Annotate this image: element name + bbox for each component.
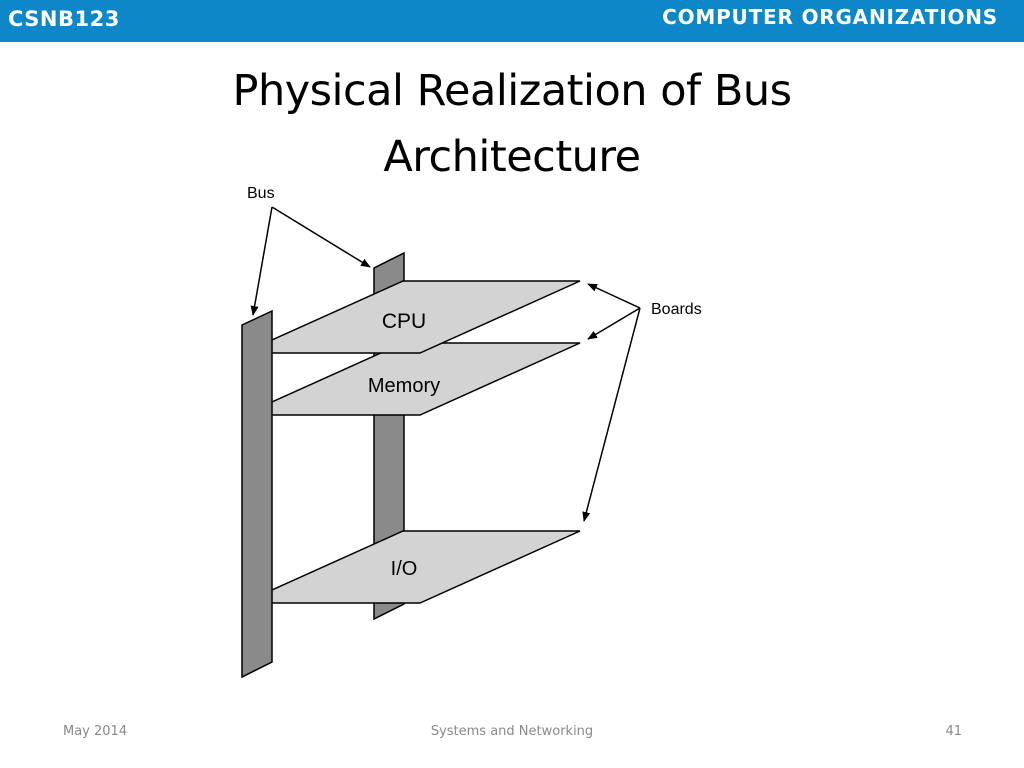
course-code: CSNB123 (8, 7, 120, 31)
io-board-label: I/O (391, 558, 418, 580)
io-board (242, 530, 581, 604)
boards-arrow-io (582, 307, 641, 522)
bus-arrow-back (271, 206, 371, 268)
memory-board (242, 342, 581, 416)
slide-title-line-1: Physical Realization of Bus (232, 66, 792, 116)
boards-label: Boards (651, 301, 702, 318)
front-bus-rail (241, 309, 273, 679)
slide-title: Physical Realization of Bus Architecture (0, 58, 1024, 190)
footer-date: May 2014 (63, 724, 128, 739)
bus-arrow-front (250, 206, 273, 316)
footer-page-number: 41 (945, 724, 962, 739)
course-name: COMPUTER ORGANIZATIONS (662, 5, 998, 29)
cpu-board (242, 280, 581, 354)
footer-title: Systems and Networking (430, 724, 594, 739)
memory-board-label: Memory (368, 375, 440, 397)
slide-title-line-2: Architecture (383, 132, 641, 182)
bus-label: Bus (247, 185, 275, 202)
boards-arrow-cpu (587, 283, 641, 309)
boards-arrow-memory (587, 307, 641, 340)
header-bar: CSNB123 COMPUTER ORGANIZATIONS (0, 0, 1024, 42)
cpu-board-label: CPU (382, 310, 426, 333)
